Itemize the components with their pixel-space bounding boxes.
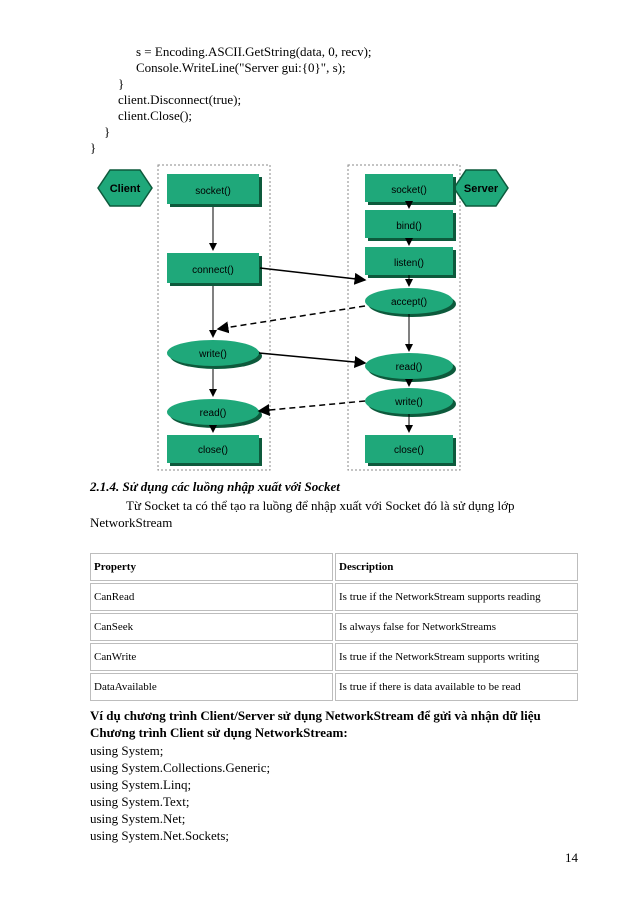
table-header-row: Property Description — [90, 553, 578, 581]
write-to-read-reply-arrow — [257, 400, 366, 416]
client-node-write: write() — [167, 340, 262, 369]
connect-arrow — [259, 267, 367, 285]
svg-text:write(): write() — [394, 397, 423, 408]
code-line: } — [104, 124, 111, 139]
svg-text:socket(): socket() — [195, 186, 231, 197]
svg-text:write(): write() — [198, 349, 227, 360]
accept-reply-arrow — [216, 305, 366, 334]
table-cell: CanRead — [90, 583, 333, 611]
table-cell: Is true if the NetworkStream supports re… — [335, 583, 578, 611]
code-line: } — [90, 140, 97, 155]
code-line: client.Disconnect(true); — [118, 92, 242, 107]
server-node-socket: socket() — [365, 174, 456, 205]
server-node-listen: listen() — [365, 247, 456, 278]
server-node-accept: accept() — [365, 288, 456, 317]
server-node-write: write() — [365, 388, 456, 417]
code-line: using System.Collections.Generic; — [90, 760, 271, 775]
svg-text:read(): read() — [396, 362, 423, 373]
source-code: using System; using System.Collections.G… — [90, 742, 270, 844]
svg-text:close(): close() — [198, 445, 228, 456]
table-cell: Is true if the NetworkStream supports wr… — [335, 643, 578, 671]
client-node-close: close() — [167, 435, 262, 466]
table-cell: CanSeek — [90, 613, 333, 641]
section-heading: 2.1.4. Sử dụng các luồng nhập xuất với S… — [90, 479, 340, 494]
flow-arrows — [209, 201, 413, 433]
message-arrows — [216, 267, 367, 416]
table-row: CanWrite Is true if the NetworkStream su… — [90, 643, 578, 671]
table-cell: Is always false for NetworkStreams — [335, 613, 578, 641]
code-line: } — [118, 76, 125, 91]
table-row: CanSeek Is always false for NetworkStrea… — [90, 613, 578, 641]
svg-text:connect(): connect() — [192, 265, 234, 276]
section-paragraph: Từ Socket ta có thể tạo ra luồng để nhập… — [90, 498, 515, 530]
server-node-read: read() — [365, 353, 456, 382]
example-subtitle: Chương trình Client sử dụng NetworkStrea… — [90, 725, 348, 740]
client-node-connect: connect() — [167, 253, 262, 286]
server-label: Server — [464, 183, 499, 195]
table-row: CanRead Is true if the NetworkStream sup… — [90, 583, 578, 611]
client-node-read: read() — [167, 399, 262, 428]
svg-text:socket(): socket() — [391, 185, 427, 196]
svg-text:accept(): accept() — [391, 297, 427, 308]
table-row: DataAvailable Is true if there is data a… — [90, 673, 578, 701]
table-header-cell: Property — [90, 553, 333, 581]
server-node-bind: bind() — [365, 210, 456, 241]
svg-text:close(): close() — [394, 445, 424, 456]
table-cell: CanWrite — [90, 643, 333, 671]
code-line: client.Close(); — [118, 108, 193, 123]
code-line: using System; — [90, 743, 164, 758]
table-cell: DataAvailable — [90, 673, 333, 701]
client-lane — [157, 164, 271, 471]
client-label: Client — [110, 183, 141, 195]
code-line: Console.WriteLine("Server gui:{0}", s); — [136, 60, 346, 75]
server-node-close: close() — [365, 435, 456, 466]
code-line: using System.Net.Sockets; — [90, 828, 230, 843]
socket-diagram: Client Server socket() connect() write()… — [97, 164, 509, 471]
properties-table: Property Description CanRead Is true if … — [88, 551, 580, 703]
code-line: s = Encoding.ASCII.GetString(data, 0, re… — [136, 44, 372, 59]
svg-text:read(): read() — [200, 408, 227, 419]
server-lane — [347, 164, 461, 471]
example-title: Ví dụ chương trình Client/Server sử dụng… — [90, 708, 541, 723]
server-hexagon: Server — [453, 169, 509, 207]
page-number: 14 — [565, 850, 578, 865]
table-header-cell: Description — [335, 553, 578, 581]
table-cell: Is true if there is data available to be… — [335, 673, 578, 701]
code-line: using System.Net; — [90, 811, 186, 826]
write-to-read-arrow — [258, 352, 367, 368]
code-line: using System.Text; — [90, 794, 190, 809]
svg-text:listen(): listen() — [394, 258, 424, 269]
svg-text:bind(): bind() — [396, 221, 422, 232]
client-hexagon: Client — [97, 169, 153, 207]
client-node-socket: socket() — [167, 174, 262, 207]
code-line: using System.Linq; — [90, 777, 192, 792]
